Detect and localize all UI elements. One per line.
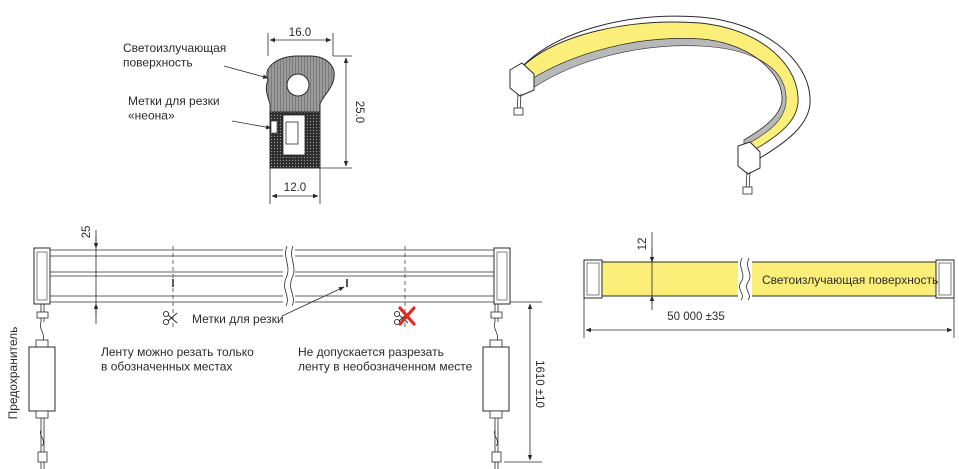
arc-right-wire-tip	[742, 186, 753, 195]
fuse-body	[28, 346, 56, 412]
arc-left-wire-tip	[513, 107, 524, 116]
side-view: 12 Светоизлучающая поверхность 50 000 ±3…	[583, 232, 955, 338]
arc-illustration	[509, 15, 811, 195]
side-view-dim-height: 12	[637, 238, 649, 251]
profile-dim-height: 25.0	[353, 101, 365, 123]
profile-cut-mark	[270, 120, 278, 134]
profile-dim-width: 16.0	[289, 27, 311, 39]
side-view-left-endcap	[583, 259, 603, 299]
profile-label-marks: Метки для резки«неона»	[128, 94, 220, 122]
strip-top-view: 25 Метки для резки Ленту можно резать то…	[6, 226, 545, 469]
scissors-icon	[162, 310, 178, 326]
profile-chip	[285, 121, 299, 145]
arc-left-endcap	[509, 62, 535, 97]
left-lead-with-fuse	[28, 304, 56, 469]
red-x-icon	[398, 306, 416, 326]
fuse-label: Предохранитель	[6, 327, 20, 420]
side-view-right-endcap	[935, 259, 955, 299]
arc-outer-edge	[518, 15, 811, 159]
strip-cut-marks-label: Метки для резки	[192, 312, 284, 326]
right-lead-with-fuse	[482, 304, 510, 469]
profile-dim-base: 12.0	[284, 182, 306, 194]
strip-left-endcap	[33, 247, 51, 305]
profile-led-hole	[286, 73, 310, 97]
arc-right-endcap	[737, 141, 761, 175]
side-view-surface-label: Светоизлучающая поверхность	[762, 273, 938, 287]
side-view-dim-length: 50 000 ±35	[667, 311, 724, 323]
strip-dim-height: 25	[81, 226, 93, 239]
strip-dim-lead: 1610 ±10	[533, 360, 545, 408]
strip-right-endcap	[493, 247, 511, 305]
